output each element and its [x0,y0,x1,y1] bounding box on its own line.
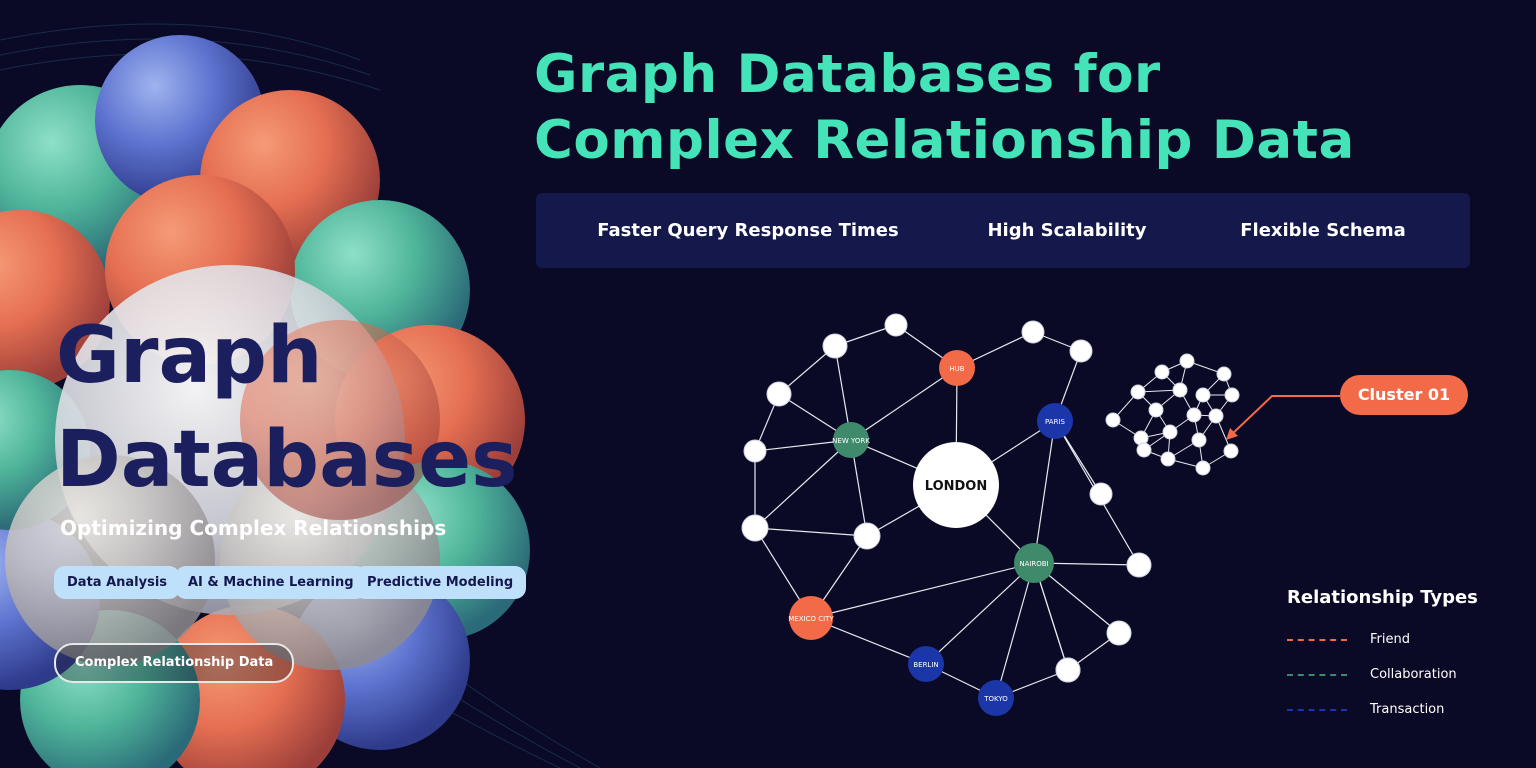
callout-arrowhead-icon [1226,428,1238,440]
graph-node-w9[interactable] [741,514,769,542]
graph-edge [850,367,958,441]
graph-node-newyork[interactable] [833,422,869,458]
legend-label-transaction: Transaction [1370,702,1445,717]
hero-title: Graph Databases [56,304,518,512]
legend-title: Relationship Types [1287,587,1478,608]
graph-node-w7[interactable] [1089,482,1113,506]
page-title: Graph Databases for Complex Relationship… [534,42,1355,174]
graph-node-paris[interactable] [1037,403,1073,439]
graph-node-w1[interactable] [822,333,848,359]
graph-edge [754,439,852,529]
graph-nodes: LONDON NEW YORK PARIS HUB NAIROBI MEXICO CITY… [741,313,1152,716]
graph-node-label-newyork: NEW YORK [832,437,870,445]
legend-swatch-transaction [1287,709,1347,711]
cluster-node [1148,402,1164,418]
complex-relationship-data-button[interactable]: Complex Relationship Data [54,643,295,683]
cluster-node [1191,432,1207,448]
graph-edge [925,562,1035,665]
graph-node-label-tophub: HUB [949,365,964,373]
hero-title-line-1: Graph [56,311,323,401]
feature-scalability: High Scalability [987,220,1147,241]
graph-node-london[interactable] [913,442,999,528]
graph-edge [1033,420,1056,564]
cluster-node [1130,384,1146,400]
cluster-node [1136,442,1152,458]
cluster-node [1223,443,1239,459]
graph-edge [995,562,1035,699]
cluster-node [1195,460,1211,476]
graph-node-berlin[interactable] [908,646,944,682]
graph-node-w3[interactable] [766,381,792,407]
legend-swatch-friend [1287,639,1347,641]
feature-query-response: Faster Query Response Times [597,220,899,241]
graph-node-w5[interactable] [1021,320,1045,344]
cluster-node [1179,353,1195,369]
graph-node-w4[interactable] [743,439,767,463]
legend-swatch-collaboration [1287,674,1347,676]
graph-node-tophub[interactable] [939,350,975,386]
tag-ai-machine-learning[interactable]: AI & Machine Learning [175,566,367,599]
cluster-01-label[interactable]: Cluster 01 [1340,375,1468,415]
graph-node-label-london: LONDON [925,479,987,494]
graph-node-w13[interactable] [1055,657,1081,683]
cluster-node [1172,382,1188,398]
graph-node-w2[interactable] [884,313,908,337]
cluster-node [1105,412,1121,428]
graph-node-label-berlin: BERLIN [913,661,938,669]
legend-label-collaboration: Collaboration [1370,667,1457,682]
graph-node-label-mexico: MEXICO CITY [788,615,834,623]
hero-subtitle: Optimizing Complex Relationships [60,516,447,540]
graph-node-label-lowgreen: NAIROBI [1019,560,1048,568]
tag-predictive-modeling[interactable]: Predictive Modeling [354,566,527,599]
features-bar: Faster Query Response Times High Scalabi… [536,193,1470,268]
cluster-node [1216,366,1232,382]
cluster-node [1160,451,1176,467]
cluster-node [1208,408,1224,424]
tag-data-analysis[interactable]: Data Analysis [54,566,181,599]
graph-node-w11[interactable] [1106,620,1132,646]
graph-node-w8[interactable] [1126,552,1152,578]
graph-node-w6[interactable] [1069,339,1093,363]
graph-node-w10[interactable] [853,522,881,550]
cluster-nodes [1105,353,1240,476]
graph-edge [810,562,1035,619]
cluster-node [1162,424,1178,440]
graph-node-lowgreen[interactable] [1014,543,1054,583]
legend-label-friend: Friend [1370,632,1410,647]
feature-flexible-schema: Flexible Schema [1240,220,1406,241]
callout-arrow [1229,395,1340,437]
page-title-line-1: Graph Databases for [534,44,1161,105]
graph-node-label-paris: PARIS [1045,418,1065,426]
cluster-node [1224,387,1240,403]
graph-node-label-tokyo: TOKYO [983,695,1008,703]
graph-node-mexico[interactable] [789,596,833,640]
cluster-node [1186,407,1202,423]
cluster-node [1154,364,1170,380]
cluster-node [1195,387,1211,403]
graph-node-tokyo[interactable] [978,680,1014,716]
graph-edge [754,527,868,537]
page-title-line-2: Complex Relationship Data [534,110,1355,171]
hero-title-line-2: Databases [56,415,518,505]
